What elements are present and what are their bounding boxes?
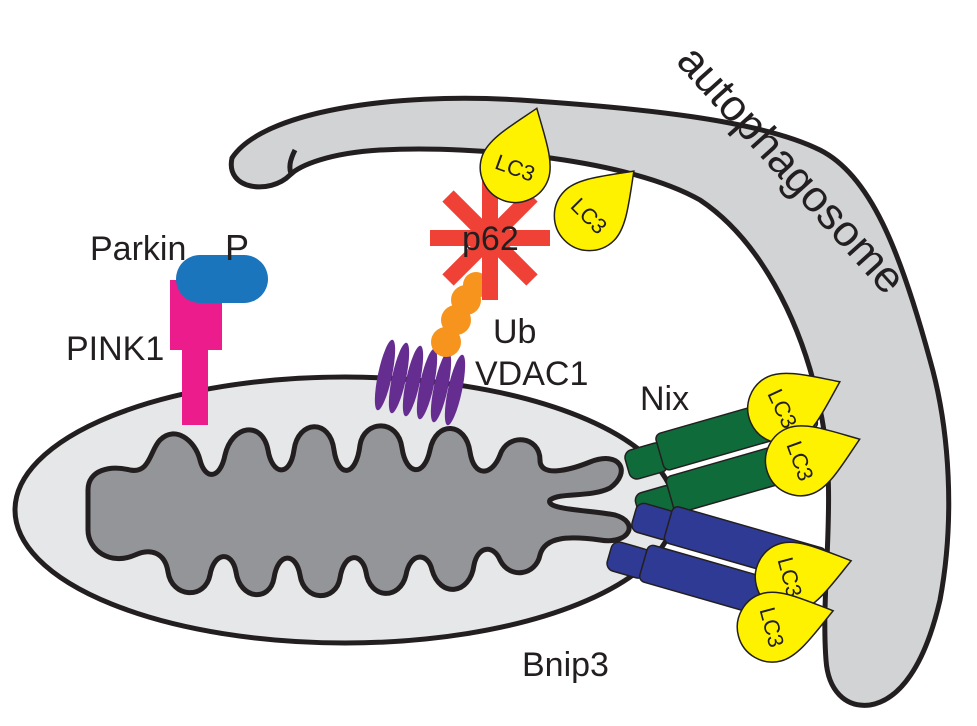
parkin-protein xyxy=(176,255,268,303)
autophagosome-membrane xyxy=(228,95,952,708)
p62-label: p62 xyxy=(462,220,519,258)
ub-label: Ub xyxy=(493,313,536,351)
parkin-label: Parkin xyxy=(90,230,186,268)
bnip3-label: Bnip3 xyxy=(522,646,609,684)
vdac1-label: VDAC1 xyxy=(475,355,588,393)
lc3-droplet: LC3 xyxy=(479,107,551,204)
p62-protein xyxy=(430,180,550,300)
ubiquitin-chain xyxy=(431,272,489,357)
lc3-droplet: LC3 xyxy=(747,372,842,445)
lc3-droplet: LC3 xyxy=(553,170,635,252)
mitochondrion-cristae xyxy=(85,423,632,599)
vdac1-channel xyxy=(374,339,466,426)
lc3-droplet: LC3 xyxy=(764,425,861,497)
lc3-droplet: LC3 xyxy=(736,591,835,663)
phospho-label: P xyxy=(225,227,249,268)
nix-label: Nix xyxy=(640,380,689,418)
pink1-label: PINK1 xyxy=(66,330,164,368)
